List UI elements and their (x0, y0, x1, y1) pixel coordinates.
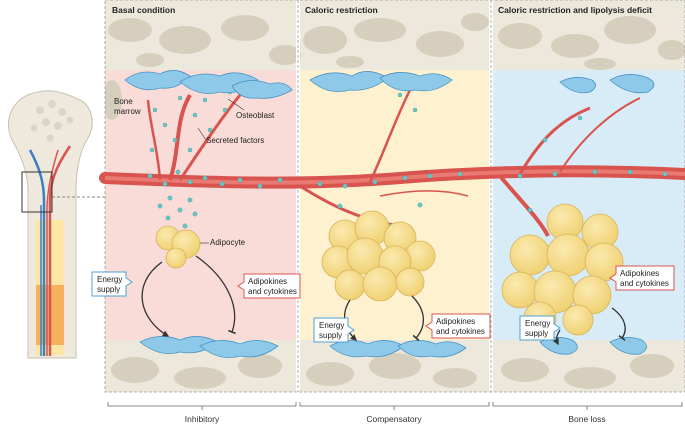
trabecular-bone-bottom (111, 353, 674, 389)
svg-text:and cytokines: and cytokines (248, 287, 297, 296)
svg-text:supply: supply (525, 329, 548, 338)
restriction-marrow-region (298, 70, 491, 340)
restriction-footer: Compensatory (366, 414, 422, 424)
energy-supply-box-deficit: Energy supply (519, 315, 561, 341)
adipocyte-label: Adipocyte (210, 238, 246, 247)
basal-title: Basal condition (112, 5, 175, 15)
deficit-footer: Bone loss (568, 414, 605, 424)
adipokines-box-basal: Adipokines and cytokines (237, 273, 301, 299)
adipokines-box-restriction: Adipokines and cytokines (425, 313, 491, 339)
svg-text:Adipokines: Adipokines (620, 269, 659, 278)
svg-text:Energy: Energy (97, 275, 122, 284)
secreted-factors-label: Secreted factors (206, 136, 264, 145)
svg-text:Adipokines: Adipokines (248, 277, 287, 286)
footer-brackets (107, 402, 683, 410)
energy-supply-box-restriction: Energy supply (313, 317, 355, 343)
osteoblasts-bottom (139, 336, 647, 359)
svg-text:Energy: Energy (319, 321, 344, 330)
adipocytes-basal (155, 225, 201, 269)
restriction-title: Caloric restriction (305, 5, 378, 15)
energy-supply-box-basal: Energy supply (91, 271, 133, 297)
deficit-title: Caloric restriction and lipolysis defici… (498, 5, 652, 15)
basal-footer: Inhibitory (185, 414, 220, 424)
svg-text:Energy: Energy (525, 319, 550, 328)
svg-text:supply: supply (97, 285, 120, 294)
osteoblast-label: Osteoblast (236, 111, 275, 120)
adipokines-box-deficit: Adipokines and cytokines (609, 265, 675, 291)
blood-vessel (99, 89, 685, 237)
femur-icon (7, 90, 93, 359)
osteoblasts-top (124, 70, 655, 99)
trabecular-bone-top (108, 13, 685, 70)
bone-marrow-label-2: marrow (114, 107, 141, 116)
secreted-factor-dots (147, 89, 668, 237)
bone-marrow-label-1: Bone (114, 97, 133, 106)
svg-text:and cytokines: and cytokines (436, 327, 485, 336)
regulation-arrows (141, 255, 626, 346)
svg-text:Adipokines: Adipokines (436, 317, 475, 326)
svg-text:and cytokines: and cytokines (620, 279, 669, 288)
svg-text:supply: supply (319, 331, 342, 340)
adipocytes-restriction (321, 210, 436, 302)
